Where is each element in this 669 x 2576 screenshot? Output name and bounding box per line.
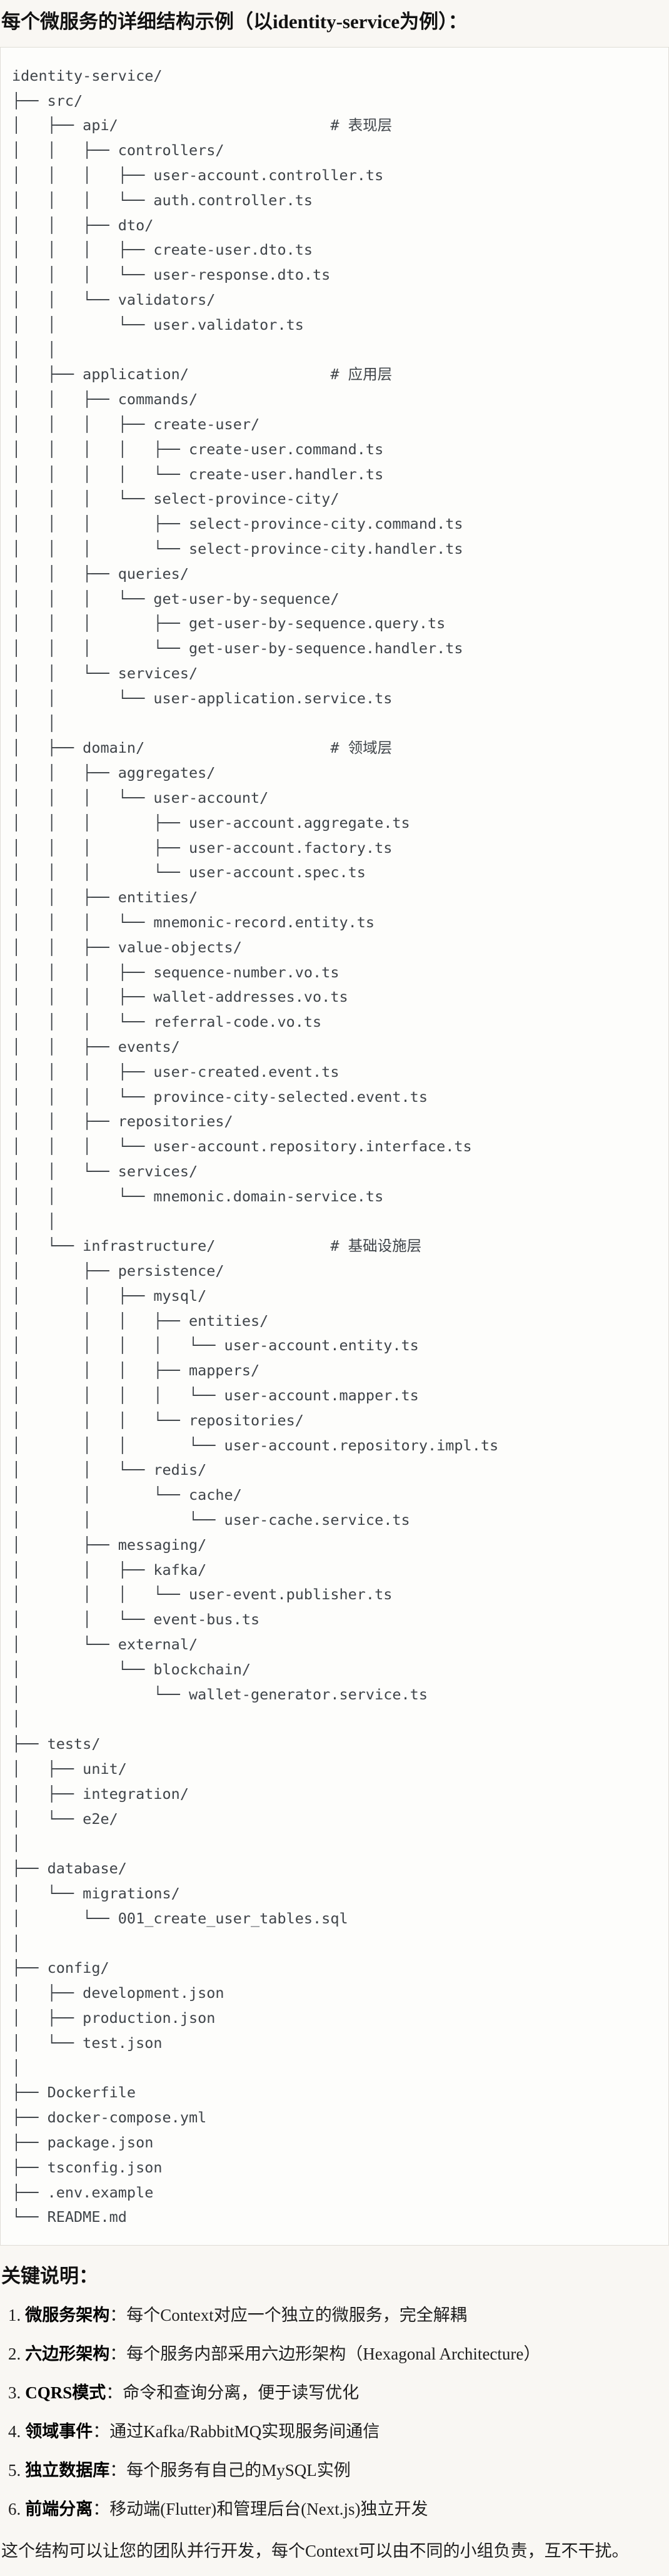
note-text: ：通过Kafka/RabbitMQ实现服务间通信 <box>93 2422 380 2441</box>
note-item: 3.CQRS模式：命令和查询分离，便于读写优化 <box>8 2382 669 2403</box>
note-label: 六边形架构 <box>25 2344 110 2364</box>
note-label: 前端分离 <box>25 2500 93 2519</box>
notes-list: 1.微服务架构：每个Context对应一个独立的微服务，完全解耦 2.六边形架构… <box>0 2304 669 2520</box>
note-item: 4.领域事件：通过Kafka/RabbitMQ实现服务间通信 <box>8 2421 669 2442</box>
closing-note: 这个结构可以让您的团队并行开发，每个Context可以由不同的小组负责，互不干扰… <box>1 2542 629 2561</box>
note-label: 领域事件 <box>25 2422 93 2441</box>
directory-tree: identity-service/ ├── src/ │ ├── api/ # … <box>12 66 499 2226</box>
note-text: ：移动端(Flutter)和管理后台(Next.js)独立开发 <box>93 2500 428 2519</box>
note-label: CQRS模式 <box>25 2383 106 2403</box>
note-text: ：每个服务内部采用六边形架构（Hexagonal Architecture） <box>109 2344 541 2364</box>
note-item: 1.微服务架构：每个Context对应一个独立的微服务，完全解耦 <box>8 2304 669 2326</box>
note-number: 5. <box>8 2461 21 2480</box>
note-item: 2.六边形架构：每个服务内部采用六边形架构（Hexagonal Architec… <box>8 2343 669 2365</box>
notes-heading: 关键说明： <box>1 2265 98 2288</box>
note-number: 4. <box>8 2422 21 2441</box>
note-item: 6.前端分离：移动端(Flutter)和管理后台(Next.js)独立开发 <box>8 2498 669 2520</box>
note-text: ：每个服务有自己的MySQL实例 <box>109 2461 351 2480</box>
note-label: 微服务架构 <box>25 2306 110 2325</box>
note-number: 1. <box>8 2306 21 2325</box>
note-number: 3. <box>8 2383 21 2403</box>
note-item: 5.独立数据库：每个服务有自己的MySQL实例 <box>8 2460 669 2481</box>
directory-tree-block: identity-service/ ├── src/ │ ├── api/ # … <box>0 46 669 2246</box>
note-number: 6. <box>8 2500 21 2519</box>
note-number: 2. <box>8 2344 21 2364</box>
page-title: 每个微服务的详细结构示例（以identity-service为例）： <box>1 11 468 33</box>
note-text: ：命令和查询分离，便于读写优化 <box>106 2383 360 2403</box>
note-label: 独立数据库 <box>25 2461 110 2480</box>
note-text: ：每个Context对应一个独立的微服务，完全解耦 <box>109 2306 467 2325</box>
